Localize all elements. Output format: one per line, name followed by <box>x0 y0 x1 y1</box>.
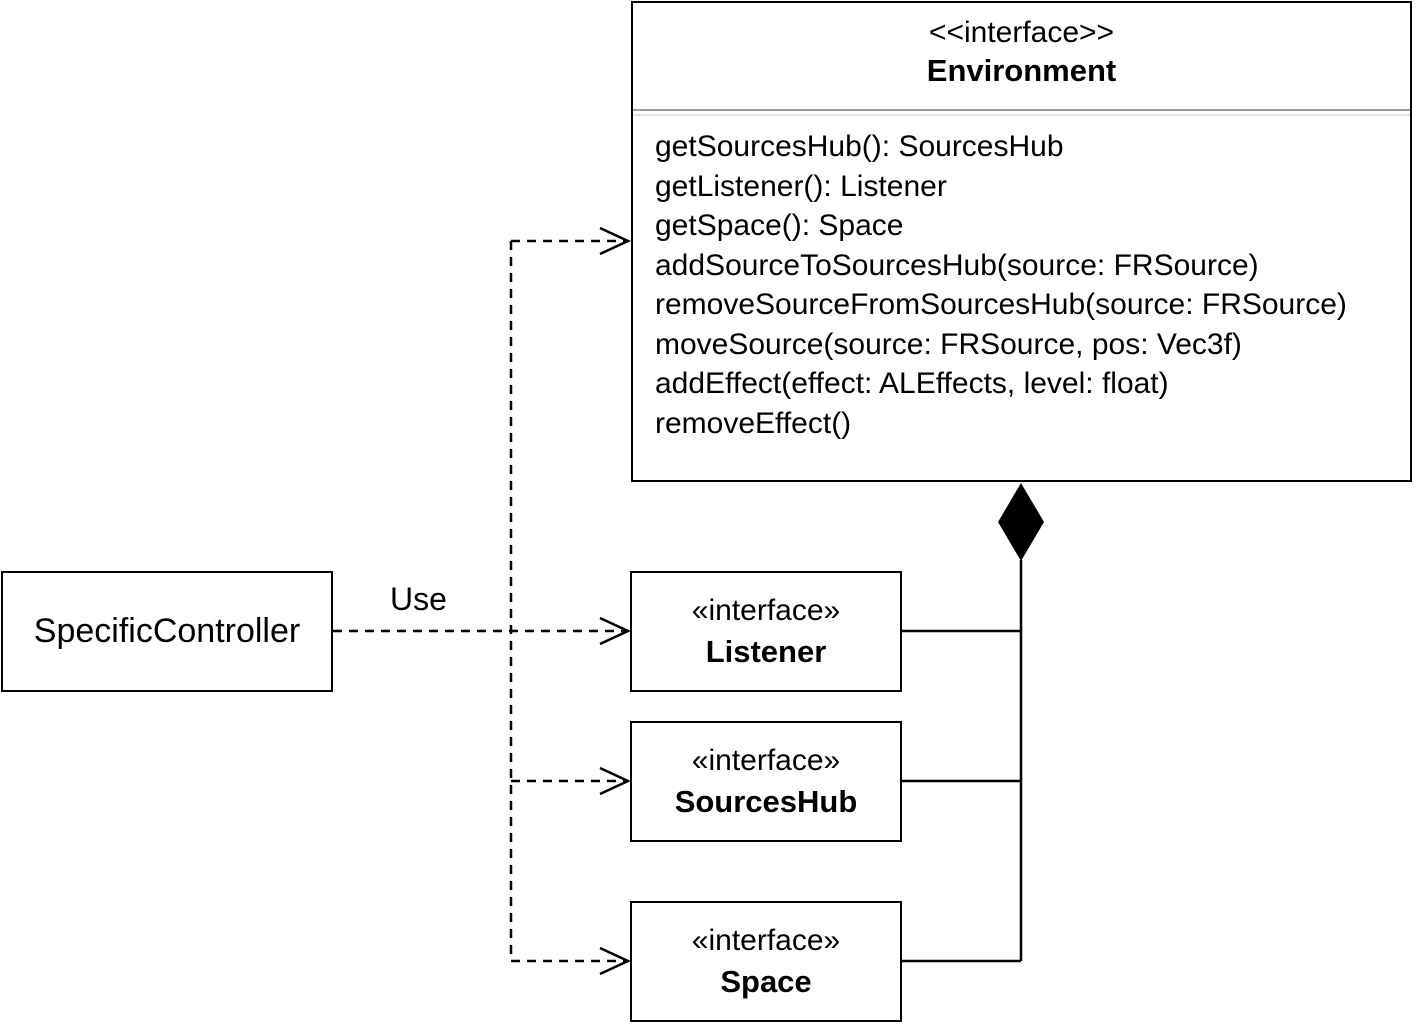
sourceshub-interface-box: «interface» SourcesHub <box>630 721 902 842</box>
sourceshub-name: SourcesHub <box>674 784 858 819</box>
space-name: Space <box>720 964 812 999</box>
method-item: getListener(): Listener <box>655 169 947 203</box>
listener-stereotype: «interface» <box>691 594 841 627</box>
method-item: addSourceToSourcesHub(source: FRSource) <box>655 248 1259 282</box>
listener-name: Listener <box>705 634 827 669</box>
header-divider <box>633 109 1410 111</box>
method-item: getSourcesHub(): SourcesHub <box>655 130 1064 163</box>
sourceshub-stereotype: «interface» <box>691 744 841 777</box>
method-item: addEffect(effect: ALEffects, level: floa… <box>655 367 1169 400</box>
controller-name: SpecificController <box>33 612 301 650</box>
environment-stereotype: <<interface>> <box>928 16 1115 49</box>
method-item: removeEffect() <box>655 406 852 440</box>
dependency-arrowheads <box>599 226 631 976</box>
method-item: moveSource(source: FRSource, pos: Vec3f) <box>655 327 1242 361</box>
method-item: removeSourceFromSourcesHub(source: FRSou… <box>655 288 1347 321</box>
space-stereotype: «interface» <box>691 924 841 957</box>
listener-interface-box: «interface» Listener <box>630 571 902 692</box>
environment-name: Environment <box>926 53 1117 88</box>
space-interface-box: «interface» Space <box>630 901 902 1022</box>
environment-methods: getSourcesHub(): SourcesHub getListener(… <box>655 127 1347 443</box>
use-dependency-lines <box>333 239 626 963</box>
header-divider-shadow <box>633 114 1410 116</box>
composition-diamond <box>998 483 1044 561</box>
method-item: getSpace(): Space <box>655 209 904 242</box>
specific-controller-box: SpecificController <box>1 571 333 692</box>
environment-interface-box: <<interface>> Environment getSourcesHub(… <box>631 1 1412 482</box>
environment-header: <<interface>> Environment <box>633 3 1410 110</box>
composition-lines <box>902 560 1023 963</box>
use-relation-label: Use <box>390 581 447 617</box>
